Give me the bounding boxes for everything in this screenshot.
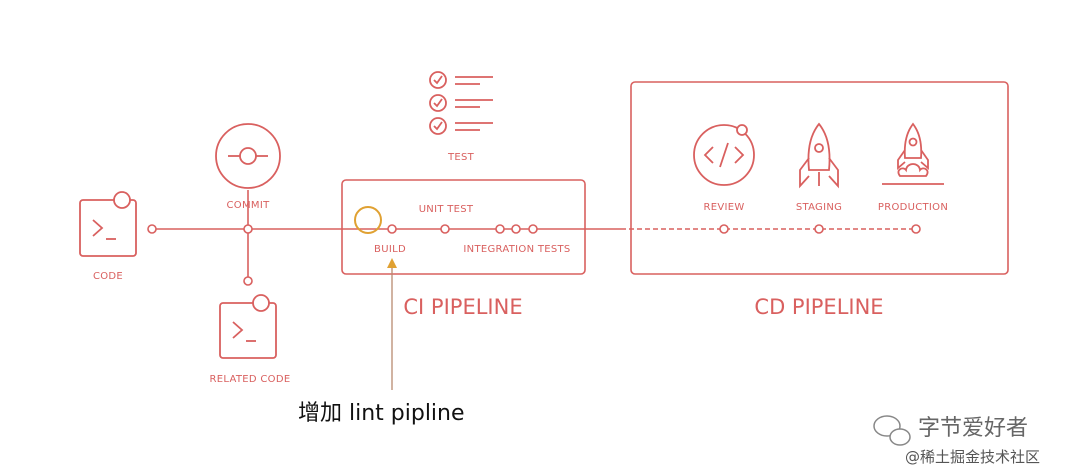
ci-pipeline-box: [341, 179, 586, 275]
wechat-icon: [873, 415, 911, 446]
commit-node[interactable]: [243, 224, 253, 234]
staging-label: STAGING: [796, 202, 842, 213]
checklist-icon: [429, 71, 493, 135]
watermark-name: 字节爱好者: [918, 416, 1028, 441]
test-label: TEST: [447, 152, 475, 163]
integration-node-3[interactable]: [528, 224, 538, 234]
unit-test-node[interactable]: [440, 224, 450, 234]
cd-pipeline-title: CD PIPELINE: [754, 295, 883, 319]
annotation-text: 增加 lint pipline: [298, 401, 465, 426]
code-node[interactable]: [147, 224, 157, 234]
build-node[interactable]: [387, 224, 397, 234]
production-node[interactable]: [911, 224, 921, 234]
ci-pipeline-title: CI PIPELINE: [403, 295, 522, 319]
cd-pipeline-box: [630, 81, 1009, 275]
related-code-label: RELATED CODE: [210, 374, 291, 385]
integration-node-1[interactable]: [495, 224, 505, 234]
annotation-arrowhead: [387, 258, 397, 268]
commit-icon: [215, 123, 281, 189]
build-marker[interactable]: [354, 206, 382, 234]
staging-node[interactable]: [814, 224, 824, 234]
unit-test-label: UNIT TEST: [419, 204, 474, 215]
integration-tests-label: INTEGRATION TESTS: [463, 244, 570, 255]
rocket-icon: [799, 122, 839, 189]
code-review-icon: [693, 124, 755, 186]
terminal-icon: [79, 191, 137, 257]
terminal-icon: [219, 294, 277, 359]
review-node[interactable]: [719, 224, 729, 234]
integration-node-2[interactable]: [511, 224, 521, 234]
review-label: REVIEW: [703, 202, 744, 213]
commit-label: COMMIT: [227, 200, 271, 211]
related-node[interactable]: [243, 276, 253, 286]
watermark-source: @稀土掘金技术社区: [905, 448, 1040, 466]
rocket-launch-icon: [882, 122, 944, 185]
build-label: BUILD: [374, 244, 406, 255]
code-label: CODE: [93, 271, 123, 282]
production-label: PRODUCTION: [878, 202, 948, 213]
